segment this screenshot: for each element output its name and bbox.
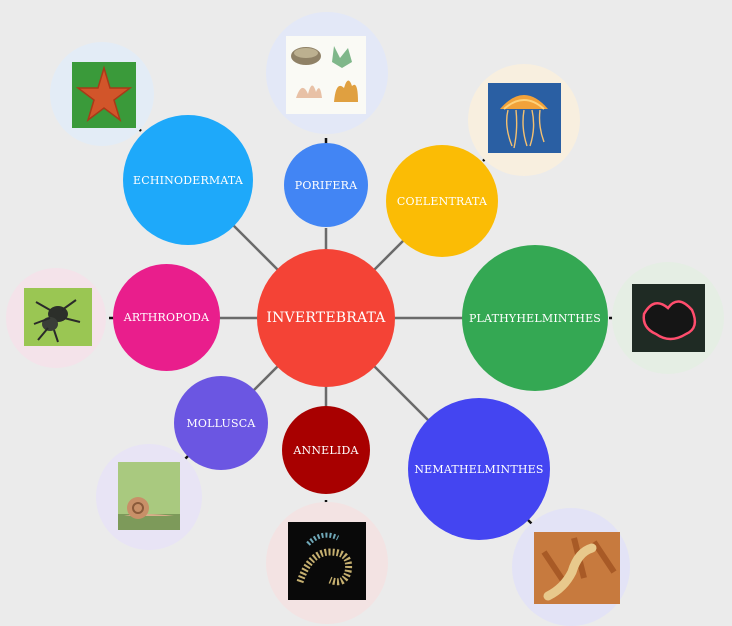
snail-image [118, 462, 180, 530]
node-nemathelminthes: NEMATHELMINTHES [408, 398, 550, 540]
roundworm-image [534, 532, 620, 604]
node-annelida: ANNELIDA [282, 406, 370, 494]
halo-porifera [266, 12, 388, 134]
sponges-image [286, 36, 366, 114]
halo-annelida [266, 502, 388, 624]
node-invertebrata: INVERTEBRATA [257, 249, 395, 387]
node-arthropoda: ARTHROPODA [113, 264, 220, 371]
halo-plathyhelminthes [612, 262, 724, 374]
node-mollusca: MOLLUSCA [174, 376, 268, 470]
node-echinodermata: ECHINODERMATA [123, 115, 253, 245]
node-plathyhelminthes: PLATHYHELMINTHES [462, 245, 608, 391]
halo-echinodermata [50, 42, 154, 146]
spider-image [24, 288, 92, 346]
node-coelentrata: COELENTRATA [386, 145, 498, 257]
halo-arthropoda [6, 268, 106, 368]
halo-coelentrata [468, 64, 580, 176]
flatworm-image [632, 284, 705, 352]
starfish-image [72, 62, 136, 128]
bristle-worm-image [288, 522, 366, 600]
halo-mollusca [96, 444, 202, 550]
node-porifera: PORIFERA [284, 143, 368, 227]
jellyfish-image [488, 83, 561, 153]
halo-nemathelminthes [512, 508, 630, 626]
